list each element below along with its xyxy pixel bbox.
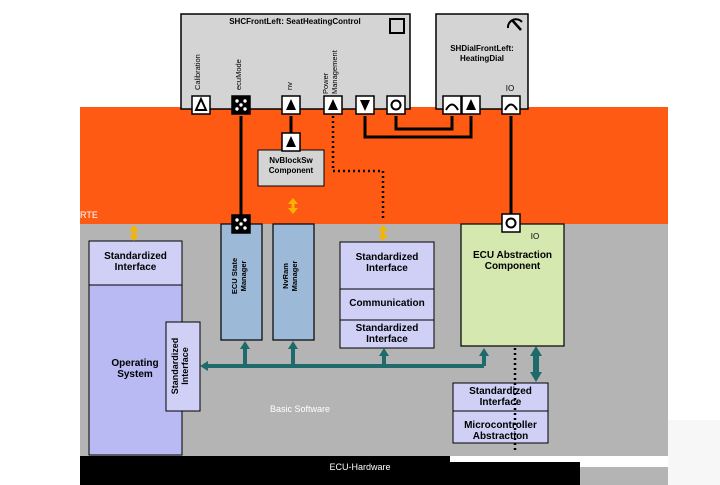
nvblock-port[interactable] bbox=[281, 132, 301, 152]
curve-port-icon bbox=[445, 103, 459, 111]
power-management-port-label: Power Management bbox=[321, 50, 339, 94]
arrow-up-port-icon bbox=[328, 99, 338, 110]
rte-layer bbox=[80, 107, 668, 224]
ecumode-port-label: ecuMode bbox=[234, 59, 243, 90]
dial-arrow-port[interactable] bbox=[461, 95, 481, 115]
dial-subtitle: HeatingDial bbox=[459, 54, 504, 63]
os-std-interface-label: Standardized Interface bbox=[170, 337, 191, 395]
comm-std-interface-top-label: Standardized Interface bbox=[355, 252, 419, 274]
nvram-manager-label: NvRam Manager bbox=[281, 260, 299, 292]
calibration-port[interactable] bbox=[191, 95, 211, 115]
power-management-dotted-link bbox=[331, 116, 385, 219]
arrow-up-port-icon bbox=[286, 136, 296, 147]
nv-port-label: nv bbox=[285, 82, 294, 90]
basic-software-label: Basic Software bbox=[269, 404, 331, 414]
nvblock-label-1: NvBlockSw bbox=[269, 156, 313, 165]
circle-port-icon bbox=[390, 99, 402, 111]
arrow-up-port-icon bbox=[194, 96, 208, 111]
nvram-manager-box bbox=[272, 223, 315, 341]
dial-icon bbox=[506, 18, 523, 31]
microcontroller-abstraction-label: Microcontroller Abstraction bbox=[464, 420, 537, 442]
comm-std-interface-top-box bbox=[339, 241, 435, 290]
operating-system-label: Operating System bbox=[111, 358, 159, 380]
arrow-up-port-icon bbox=[286, 99, 296, 110]
nv-port[interactable] bbox=[281, 95, 301, 115]
double-arrow-icon bbox=[129, 225, 139, 241]
ecu-hardware-layer-right bbox=[450, 462, 580, 485]
seat-heating-title: SHCFrontLeft: SeatHeatingControl bbox=[229, 17, 361, 26]
curve-port-icon bbox=[504, 103, 518, 111]
ecu-abstraction-label: ECU Abstraction Component bbox=[472, 250, 553, 272]
microcontroller-abstraction-box bbox=[452, 410, 549, 444]
dial-title: SHDialFrontLeft: bbox=[450, 44, 514, 53]
comm-std-interface-bottom-label: Standardized Interface bbox=[355, 323, 419, 345]
dial-io-port[interactable] bbox=[501, 95, 521, 115]
port-connections bbox=[239, 116, 513, 218]
component-icon bbox=[389, 18, 405, 34]
ecu-state-manager-box bbox=[220, 223, 263, 341]
heating-dial-component[interactable] bbox=[435, 13, 529, 110]
communication-label: Communication bbox=[349, 298, 425, 309]
left-std-interface-box bbox=[88, 240, 183, 286]
os-std-interface-box bbox=[165, 321, 201, 412]
ecu-abstraction-io-label: IO bbox=[530, 232, 540, 241]
bus-arrowheads bbox=[200, 341, 489, 371]
communication-box bbox=[339, 288, 435, 321]
double-arrow-icon bbox=[378, 225, 388, 241]
circle-port-icon bbox=[505, 217, 517, 229]
ecu-abstraction-component-box[interactable] bbox=[460, 223, 565, 347]
comm-std-interface-bottom-box bbox=[339, 319, 435, 349]
dots-port-icon bbox=[235, 218, 247, 230]
bsw-bus bbox=[206, 348, 486, 368]
dial-io-label: IO bbox=[505, 84, 515, 93]
power-management-port[interactable] bbox=[323, 95, 343, 115]
calibration-port-label: Calibration bbox=[193, 54, 202, 90]
mc-std-interface-box bbox=[452, 382, 549, 412]
mc-std-interface-label: Standardized Interface bbox=[469, 386, 532, 408]
dial-left-port[interactable] bbox=[442, 95, 462, 115]
arrow-up-port-icon bbox=[466, 99, 476, 110]
ecumode-port[interactable] bbox=[231, 95, 251, 115]
temperature-out-port[interactable] bbox=[355, 95, 375, 115]
ecu-abstraction-io-port[interactable] bbox=[501, 213, 521, 233]
ecu-state-manager-label: ECU State Manager bbox=[230, 257, 248, 295]
dots-port-icon bbox=[235, 99, 247, 111]
ecu-hardware-layer bbox=[80, 456, 450, 485]
left-std-interface-label: Standardized Interface bbox=[104, 251, 167, 273]
seat-heating-control-component[interactable] bbox=[180, 13, 411, 110]
rte-label: RTE bbox=[80, 210, 98, 220]
arrow-down-port-icon bbox=[360, 100, 370, 111]
ecu-state-manager-port[interactable] bbox=[231, 214, 251, 234]
status-port[interactable] bbox=[386, 95, 406, 115]
double-arrow-icon bbox=[288, 198, 298, 214]
double-arrow-icon bbox=[530, 346, 542, 382]
nvblock-label-2: Component bbox=[268, 166, 314, 175]
ecu-hardware-label: ECU-Hardware bbox=[329, 462, 391, 472]
